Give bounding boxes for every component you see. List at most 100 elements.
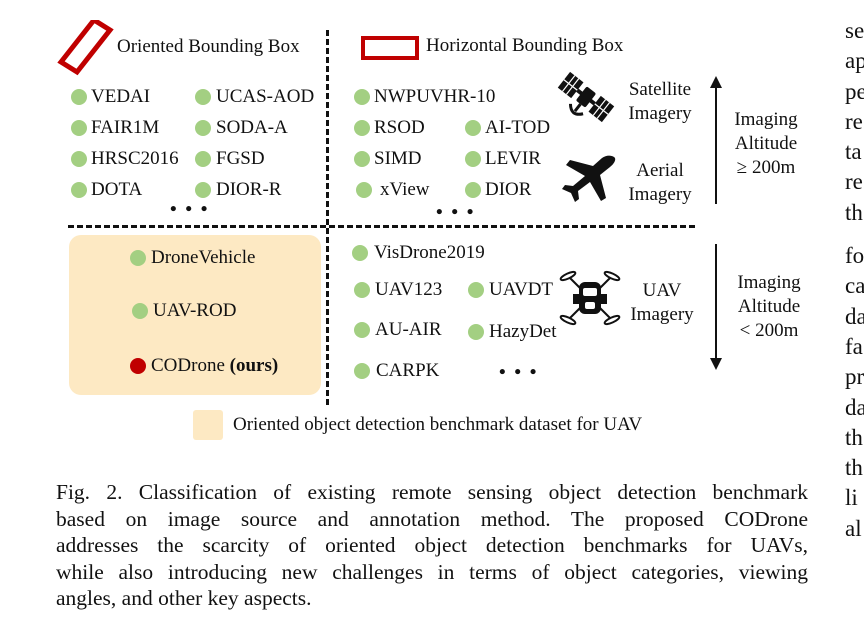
codrone-label: CODrone (ours) [151, 355, 278, 377]
dataset-label: FGSD [216, 148, 265, 169]
codrone-name: CODrone [151, 355, 225, 376]
altitude-line: Altitude [734, 133, 798, 154]
dataset-dot [195, 89, 211, 105]
dataset-dot [132, 303, 148, 319]
dataset-dot [465, 151, 481, 167]
ours-tag: (ours) [229, 355, 279, 376]
dataset-label: DroneVehicle [151, 247, 256, 268]
vertical-divider [326, 30, 329, 405]
caption-line: angles, and other key aspects. [56, 586, 312, 610]
text-fragment: re [845, 108, 863, 134]
satellite-icon [557, 71, 615, 123]
dataset-label: DIOR-R [216, 179, 282, 200]
dataset-dot [195, 120, 211, 136]
aerial-imagery-label: Aerial Imagery [618, 159, 702, 207]
dataset-dot [468, 324, 484, 340]
satellite-imagery-label: Satellite Imagery [618, 78, 702, 126]
imagery-line: Imagery [628, 184, 692, 205]
uav-imagery-label: UAV Imagery [620, 279, 704, 327]
up-arrow-icon [710, 76, 722, 204]
dataset-dot [352, 245, 368, 261]
text-fragment: da [845, 394, 864, 420]
imagery-line: Imagery [628, 103, 692, 124]
dataset-dot [130, 250, 146, 266]
paragraph-gap [845, 228, 864, 241]
dataset-dot [71, 89, 87, 105]
aerial-line: Aerial [636, 160, 684, 181]
airplane-icon [562, 155, 616, 202]
dataset-dot [71, 182, 87, 198]
dataset-dot [354, 363, 370, 379]
horizontal-box-icon [361, 36, 419, 60]
dataset-dot [354, 282, 370, 298]
dataset-dot [195, 182, 211, 198]
altitude-line: ≥ 200m [736, 157, 796, 178]
dataset-label: LEVIR [485, 148, 541, 169]
text-fragment: ta [845, 139, 862, 165]
dataset-label: CARPK [376, 360, 440, 381]
dataset-dot [468, 282, 484, 298]
dataset-label: NWPUVHR-10 [374, 86, 496, 107]
caption-line: addresses the scarcity of oriented objec… [56, 533, 808, 557]
ellipsis: • • • [499, 362, 539, 383]
text-fragment: re [845, 169, 863, 195]
satellite-line: Satellite [628, 79, 692, 100]
dataset-dot [356, 182, 372, 198]
figure-caption: Fig. 2. Classification of existing remot… [56, 479, 808, 612]
horizontal-box-label: Horizontal Bounding Box [426, 35, 624, 56]
dataset-label: UAVDT [489, 279, 554, 300]
uav-oriented-region [69, 235, 321, 395]
caption-line: Fig. 2. Classification of existing remot… [56, 480, 808, 504]
dataset-dot [71, 120, 87, 136]
dataset-dot [195, 151, 211, 167]
text-fragment: fa [845, 333, 863, 359]
dataset-dot [71, 151, 87, 167]
high-altitude-label: Imaging Altitude ≥ 200m [724, 108, 808, 180]
text-fragment: pr [845, 364, 864, 390]
text-fragment: th [845, 199, 863, 225]
dataset-label: UAV123 [375, 279, 443, 300]
dataset-dot-ours [130, 358, 146, 374]
dataset-label: AI-TOD [485, 117, 551, 138]
dataset-label: VEDAI [91, 86, 151, 107]
altitude-line: Altitude [737, 296, 801, 317]
dataset-dot [354, 120, 370, 136]
dataset-label: FAIR1M [91, 117, 160, 138]
altitude-line: Imaging [734, 109, 798, 130]
altitude-line: Imaging [737, 272, 801, 293]
dataset-label: HRSC2016 [91, 148, 179, 169]
down-arrow-icon [710, 244, 722, 370]
uav-line: UAV [642, 280, 682, 301]
text-fragment: li [845, 485, 858, 511]
text-fragment: th [845, 424, 863, 450]
dataset-dot [354, 322, 370, 338]
drone-icon [559, 270, 621, 326]
dataset-dot [354, 89, 370, 105]
dataset-label: DIOR [485, 179, 532, 200]
text-fragment: ca [845, 273, 864, 299]
dataset-label: UAV-ROD [153, 300, 237, 321]
text-fragment: da [845, 303, 864, 329]
low-altitude-label: Imaging Altitude < 200m [727, 271, 811, 343]
text-fragment: ap [845, 48, 864, 74]
text-fragment: fo [845, 243, 864, 269]
dataset-label: xView [380, 179, 430, 200]
dataset-dot [354, 151, 370, 167]
oriented-box-label: Oriented Bounding Box [117, 36, 300, 57]
caption-line: while also introducing new challenges in… [56, 559, 808, 584]
imagery-line: Imagery [630, 304, 694, 325]
ellipsis: • • • [170, 199, 210, 220]
uav-benchmark-label: Oriented object detection benchmark data… [233, 414, 643, 435]
dataset-label: UCAS-AOD [216, 86, 315, 107]
dataset-label: AU-AIR [375, 319, 442, 340]
right-column-text: se ap pe re ta re th fo ca da fa pr da t… [845, 16, 864, 544]
caption-line: based on image source and annotation met… [56, 506, 808, 531]
dataset-label: HazyDet [489, 321, 557, 342]
text-fragment: th [845, 455, 863, 481]
text-fragment: se [845, 18, 864, 43]
text-fragment: al [845, 515, 862, 541]
altitude-line: < 200m [739, 320, 799, 341]
dataset-label: VisDrone2019 [374, 242, 485, 263]
dataset-label: DOTA [91, 179, 143, 200]
text-fragment: pe [845, 78, 864, 104]
